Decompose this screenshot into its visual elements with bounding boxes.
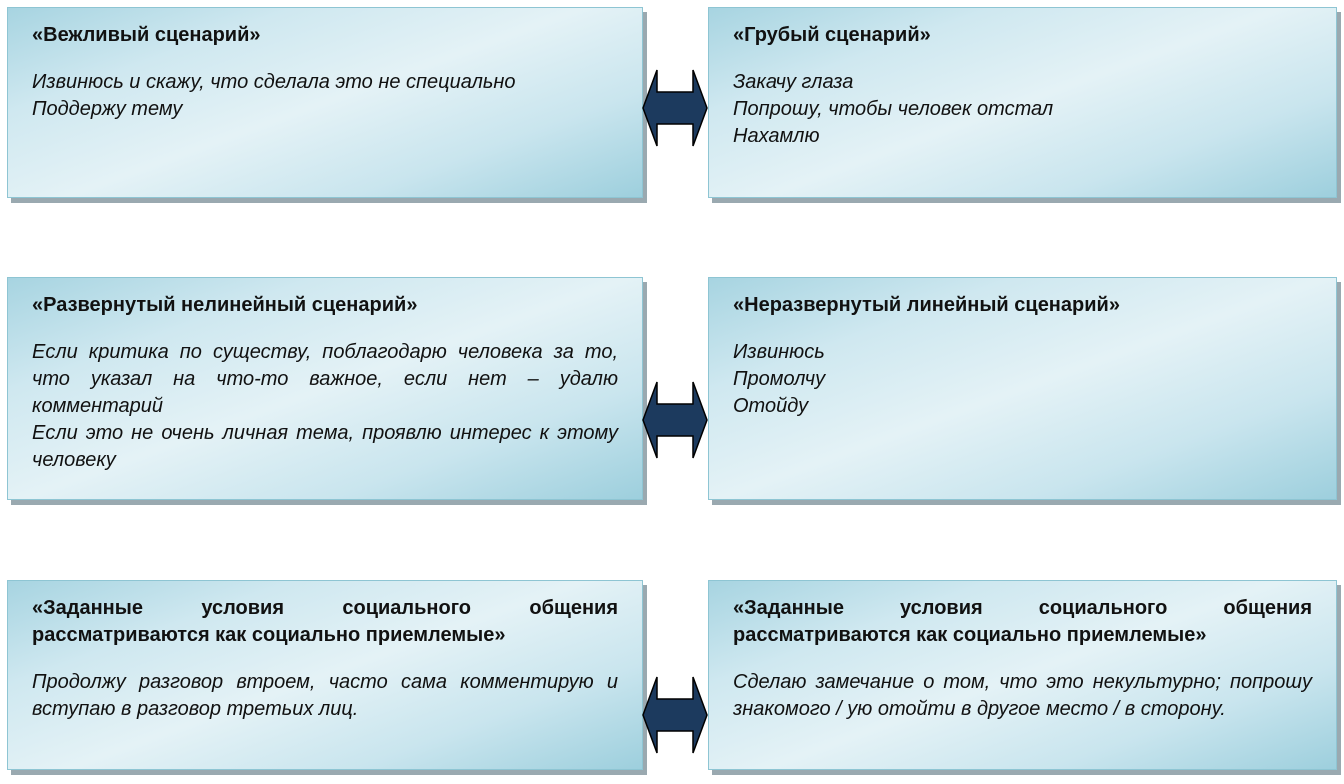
scenario-line: Если критика по существу, поблагодарю че… [32, 341, 618, 417]
scenario-title: «Заданные условия социального общения ра… [733, 597, 1312, 646]
scenario-line: Попрошу, чтобы человек отстал [733, 98, 1054, 120]
scenario-box-2-left: «Развернутый нелинейный сценарий» Если кр… [7, 277, 643, 500]
scenario-line: Извинюсь [733, 341, 825, 363]
scenario-box-1-left: «Вежливый сценарий» Извинюсь и скажу, что… [7, 7, 643, 198]
scenario-line: Нахамлю [733, 125, 820, 147]
scenario-line: Сделаю замечание о том, что это некульту… [733, 671, 1312, 720]
scenario-line: Отойду [733, 395, 809, 417]
scenario-box-2-right: «Неразвернутый линейный сценарий» Извинюс… [708, 277, 1337, 500]
scenario-title: «Вежливый сценарий» [32, 24, 261, 46]
double-arrow-icon [641, 380, 709, 460]
scenario-line: Поддержу тему [32, 98, 183, 120]
scenario-box-3-right: «Заданные условия социального общения ра… [708, 580, 1337, 770]
double-arrow-icon [641, 68, 709, 148]
scenario-line: Извинюсь и скажу, что сделала это не спе… [32, 71, 516, 93]
scenario-title: «Грубый сценарий» [733, 24, 931, 46]
scenario-title: «Развернутый нелинейный сценарий» [32, 294, 418, 316]
scenario-line: Продолжу разговор втроем, часто сама ком… [32, 671, 618, 720]
scenario-box-3-left: «Заданные условия социального общения ра… [7, 580, 643, 770]
scenario-line: Промолчу [733, 368, 826, 390]
scenario-title: «Заданные условия социального общения ра… [32, 597, 618, 646]
scenario-line: Если это не очень личная тема, проявлю и… [32, 422, 618, 471]
scenario-title: «Неразвернутый линейный сценарий» [733, 294, 1120, 316]
scenario-line: Закачу глаза [733, 71, 854, 93]
double-arrow-icon [641, 675, 709, 755]
